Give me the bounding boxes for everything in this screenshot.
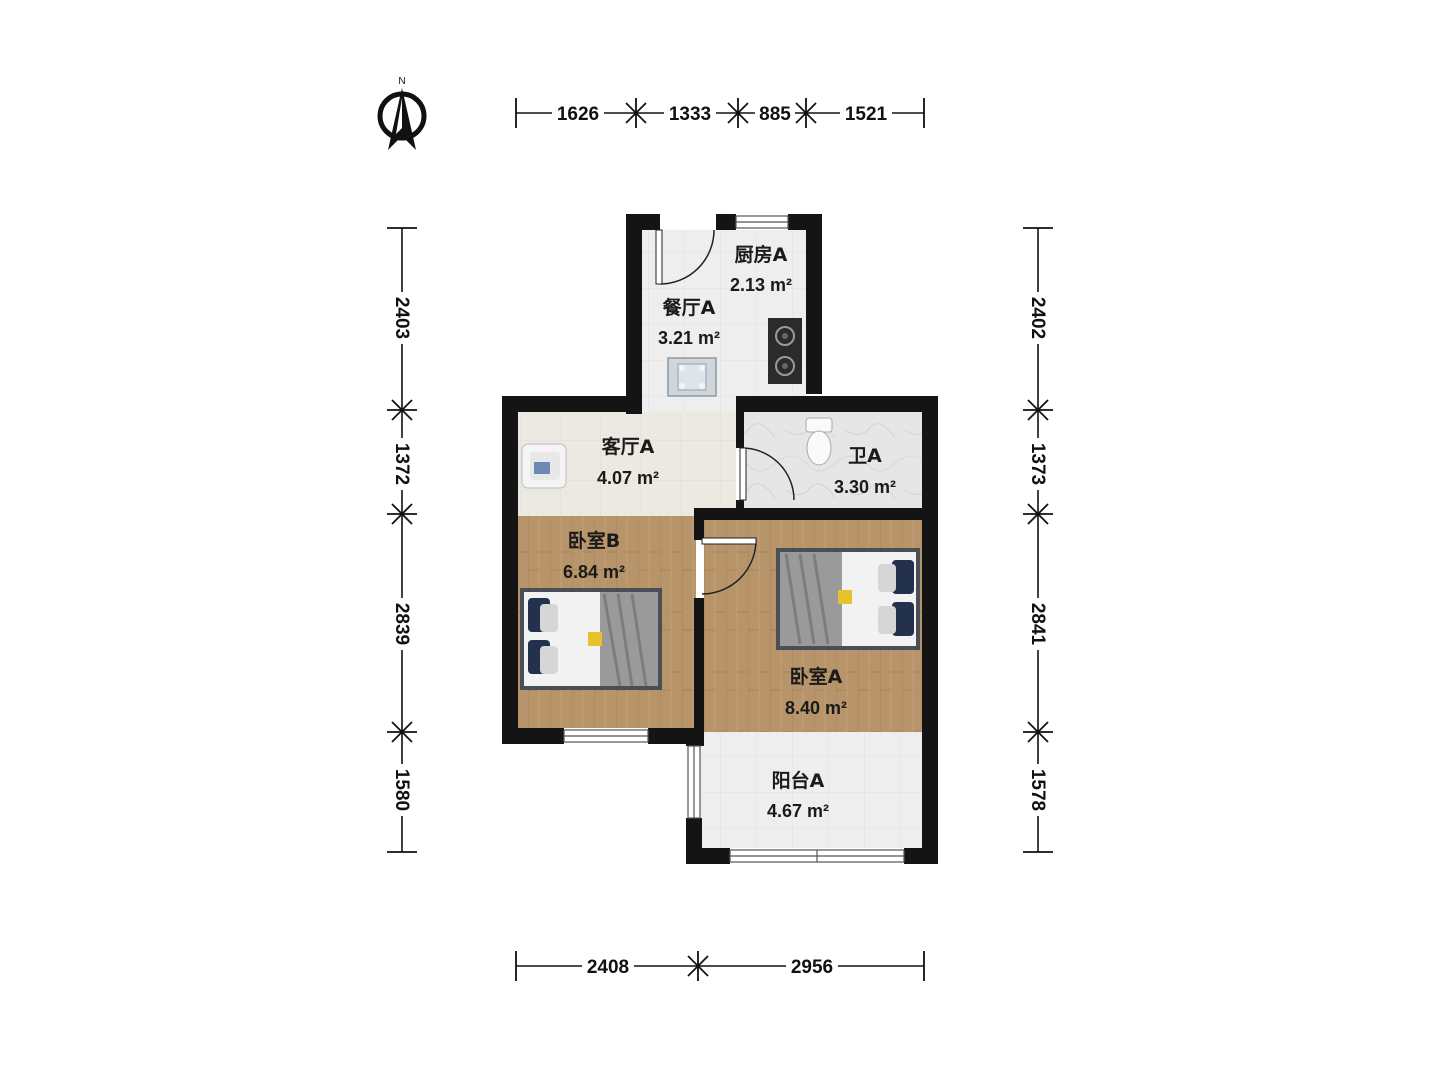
dim-bottom-1: 2408 (587, 957, 629, 978)
door-entrance[interactable] (655, 229, 715, 285)
north-arrow-icon: N (377, 76, 427, 150)
floor-balcony (700, 732, 922, 848)
bed-icon-bedroom-a (776, 548, 920, 650)
toilet-icon (805, 417, 833, 466)
dim-top-2: 1333 (669, 104, 711, 125)
room-name-kitchen: 厨房A (735, 243, 788, 266)
room-name-bedroom-a: 卧室A (790, 665, 843, 688)
doors (655, 229, 795, 595)
room-name-bathroom: 卫A (848, 445, 882, 467)
dimension-labels: 1626 1333 885 1521 2408 2956 2403 1372 2… (391, 102, 1049, 978)
dim-right-1: 2402 (1027, 297, 1048, 339)
walls (502, 214, 938, 864)
bed-icon-bedroom-b (520, 588, 662, 690)
room-area-balcony: 4.67 m² (767, 801, 829, 821)
room-name-living: 客厅A (602, 435, 655, 458)
door-bathroom[interactable] (739, 447, 795, 501)
stove-icon (768, 318, 802, 384)
dim-top-3: 885 (759, 104, 791, 125)
room-area-kitchen: 2.13 m² (730, 275, 792, 295)
windows (563, 215, 905, 863)
dim-left-1: 2403 (391, 297, 412, 339)
window-balcony-side (687, 745, 701, 819)
dim-right-2: 1373 (1027, 443, 1048, 485)
room-name-balcony: 阳台A (772, 769, 825, 792)
room-area-dining: 3.21 m² (658, 328, 720, 348)
dim-top-1: 1626 (557, 104, 599, 125)
dim-left-3: 2839 (391, 603, 412, 645)
window-bedroom-b (563, 729, 649, 743)
dim-left-4: 1580 (391, 769, 412, 811)
dim-bottom-2: 2956 (791, 957, 833, 978)
dim-right-3: 2841 (1027, 603, 1048, 646)
room-name-dining: 餐厅A (663, 296, 716, 319)
window-kitchen (735, 215, 789, 229)
room-area-bedroom-b: 6.84 m² (563, 562, 625, 582)
compass-label: N (398, 76, 405, 87)
room-labels: 厨房A 2.13 m² 餐厅A 3.21 m² 客厅A 4.07 m² 卫A 3… (563, 243, 896, 821)
room-area-living: 4.07 m² (597, 468, 659, 488)
room-name-bedroom-b: 卧室B (568, 529, 620, 552)
room-area-bedroom-a: 8.40 m² (785, 698, 847, 718)
window-balcony-front (729, 849, 905, 863)
dim-right-4: 1578 (1027, 769, 1048, 811)
armchair-icon (521, 443, 567, 489)
dim-top-4: 1521 (845, 104, 888, 125)
room-area-bathroom: 3.30 m² (834, 477, 896, 497)
door-bedroom-a[interactable] (701, 537, 757, 595)
furniture (520, 318, 920, 690)
dining-table-icon (667, 357, 717, 397)
dim-left-2: 1372 (391, 443, 412, 485)
